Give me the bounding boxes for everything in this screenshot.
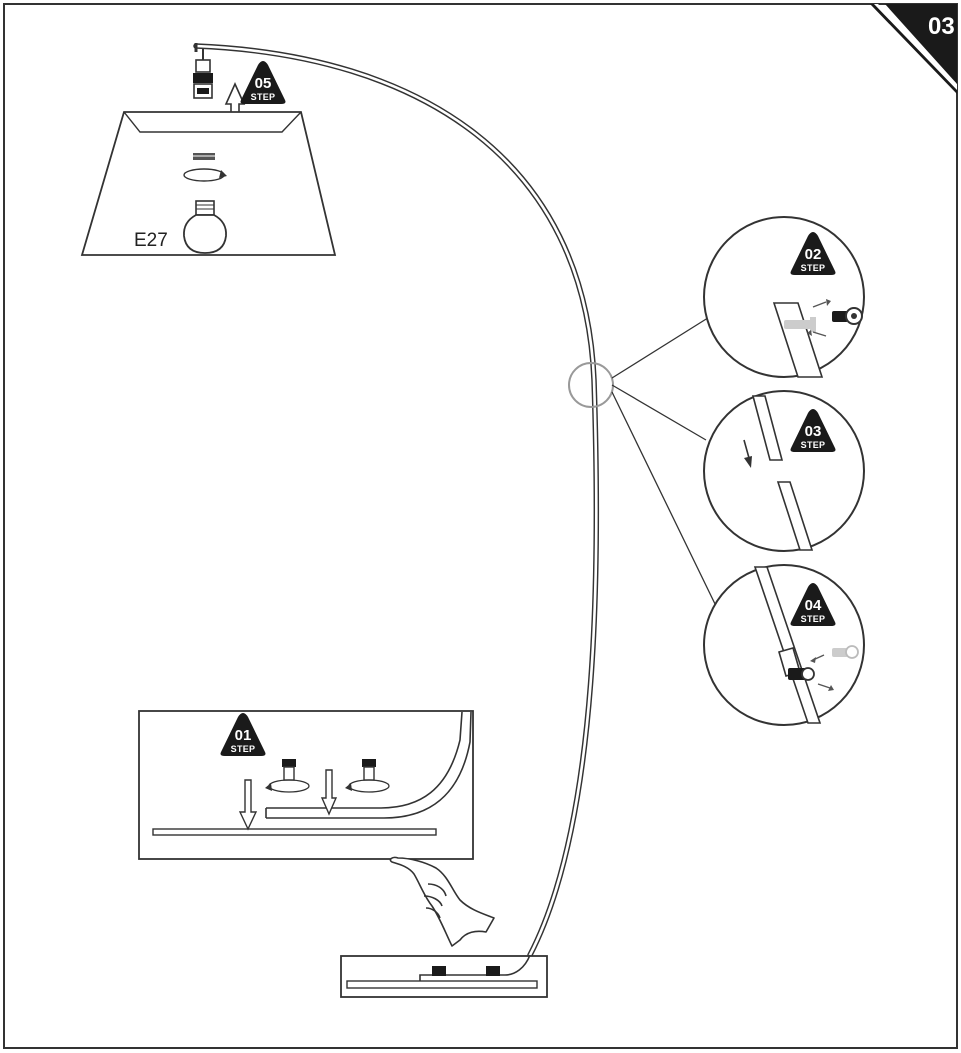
step-badge-04: 04 STEP (790, 583, 836, 626)
step-01-panel (138, 710, 474, 860)
step-word-05: STEP (251, 92, 276, 102)
step-number-01: 01 (235, 727, 252, 744)
lamp-base (340, 954, 548, 998)
step-badge-02: 02 STEP (790, 232, 836, 275)
step-badge-01: 01 STEP (220, 713, 266, 756)
page-number-tab: 03 (870, 4, 957, 94)
detail-circle-02 (703, 216, 865, 378)
step-word-03: STEP (801, 440, 826, 450)
detail-circle-04 (703, 564, 865, 726)
detail-circle-03 (703, 390, 865, 552)
step-number-04: 04 (805, 597, 822, 614)
step-badge-05: 05 STEP (240, 61, 286, 104)
lamp-arc (193, 43, 600, 958)
step-word-01: STEP (231, 744, 256, 754)
detail-magnifier (568, 315, 717, 607)
page-number: 03 (928, 13, 955, 40)
pointing-hand-icon (389, 856, 495, 947)
bulb-icon (183, 200, 227, 254)
step-number-03: 03 (805, 423, 822, 440)
lamp-socket (193, 49, 213, 99)
step-number-02: 02 (805, 246, 822, 263)
bulb-label: E27 (134, 230, 168, 251)
step-word-04: STEP (801, 614, 826, 624)
step-badge-03: 03 STEP (790, 409, 836, 452)
step-word-02: STEP (801, 263, 826, 273)
lamp-shade (80, 111, 337, 256)
step-number-05: 05 (255, 75, 272, 92)
